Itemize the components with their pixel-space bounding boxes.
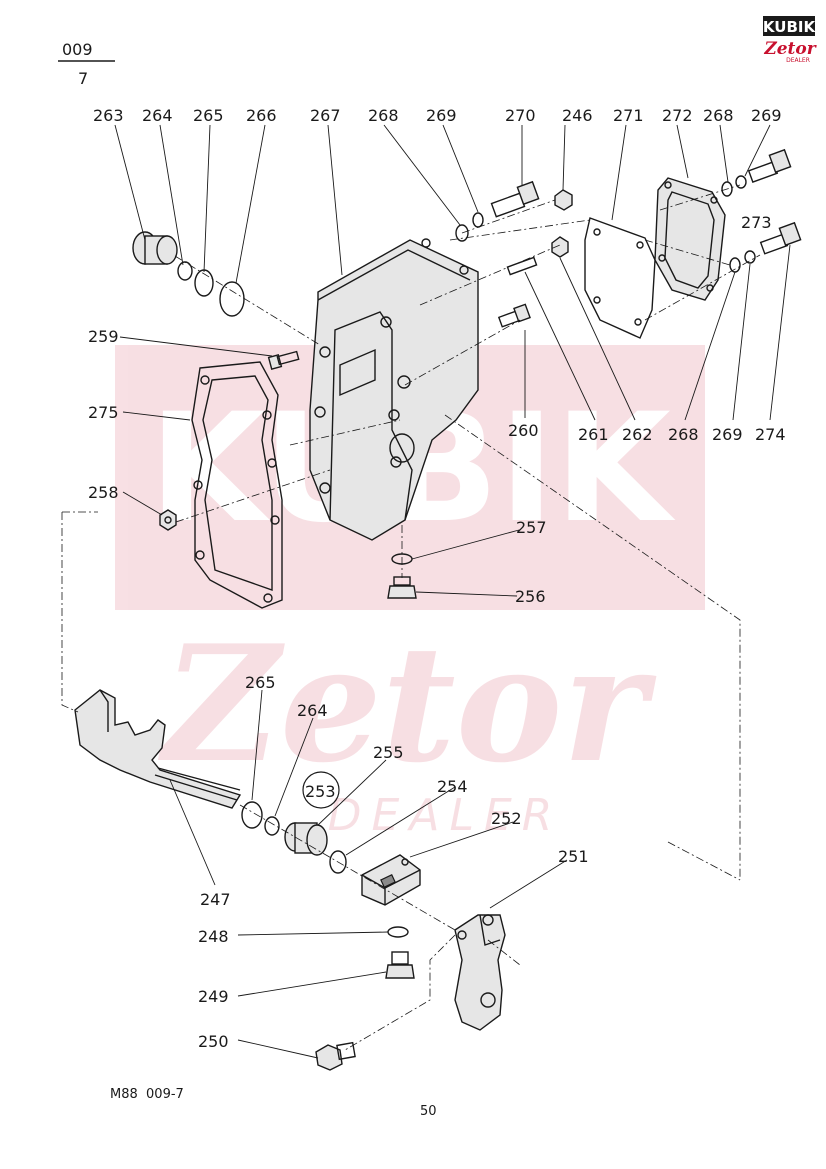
callout-247: 247 (200, 890, 231, 909)
callout-271: 271 (613, 106, 644, 125)
part-268-washer-right-top (721, 181, 733, 197)
part-254-washer (329, 850, 347, 874)
callout-264-bottom: 264 (297, 701, 328, 720)
callout-269-right: 269 (751, 106, 782, 125)
callout-269: 269 (426, 106, 457, 125)
part-247-shift-fork (74, 689, 242, 809)
part-275-gasket (191, 361, 283, 609)
assembly-center-lines (61, 184, 761, 1051)
watermark-dealer: DEALER (328, 790, 563, 841)
callout-270: 270 (505, 106, 536, 125)
part-267-housing (309, 238, 479, 541)
page-reference: 009 7 (58, 40, 115, 88)
callout-262: 262 (622, 425, 653, 444)
callout-260: 260 (508, 421, 539, 440)
part-256-plug (387, 576, 417, 599)
callout-266: 266 (246, 106, 277, 125)
sheet-number: 7 (78, 69, 88, 88)
part-269-lockwasher-right-top (735, 175, 747, 189)
part-269-lockwasher-top (472, 212, 484, 228)
part-252-block (361, 854, 421, 906)
callout-259: 259 (88, 327, 119, 346)
leader-lines (114, 124, 791, 1059)
part-251-lever (454, 914, 506, 1031)
part-273-bolt (747, 148, 792, 183)
part-246-nut (554, 189, 573, 211)
part-266-oring (219, 281, 245, 317)
callout-256: 256 (515, 587, 546, 606)
part-274-bolt (759, 221, 802, 255)
part-259-screw (267, 350, 300, 370)
callout-252: 252 (491, 809, 522, 828)
callout-268: 268 (368, 106, 399, 125)
logo-text: KUBIK (763, 18, 817, 36)
part-260-screw (497, 303, 531, 328)
callout-255: 255 (373, 743, 404, 762)
callout-253: 253 (305, 782, 336, 801)
footer: M88 009-7 50 (110, 1087, 437, 1119)
callout-250: 250 (198, 1032, 229, 1051)
callout-249: 249 (198, 987, 229, 1006)
callout-labels: 263 264 265 266 267 268 269 270 246 271 … (88, 106, 786, 1051)
part-268-washer-top (455, 224, 469, 242)
callout-273: 273 (741, 213, 772, 232)
drawing-code: M88 009-7 (110, 1087, 184, 1102)
callout-269-lower: 269 (712, 425, 743, 444)
callout-248: 248 (198, 927, 229, 946)
callout-251: 251 (558, 847, 589, 866)
part-248-washer (387, 926, 409, 938)
part-265-oring-bottom (241, 801, 263, 829)
callout-267: 267 (310, 106, 341, 125)
callout-254: 254 (437, 777, 468, 796)
part-250-bolt (315, 1041, 356, 1071)
callout-246: 246 (562, 106, 593, 125)
callout-257: 257 (516, 518, 547, 537)
watermark-brand: Zetor (157, 610, 656, 798)
part-255-bushing (284, 822, 328, 856)
part-271-gasket (584, 217, 656, 339)
logo-sub: Zetor (763, 39, 816, 59)
part-258-nut (159, 509, 177, 531)
callout-265-bottom: 265 (245, 673, 276, 692)
part-262-nut (551, 236, 569, 258)
page-number: 50 (420, 1104, 437, 1119)
callout-263: 263 (93, 106, 124, 125)
part-261-stud (506, 256, 538, 276)
part-249-plug (385, 951, 415, 979)
callout-253-ring (302, 771, 340, 809)
part-272-cover (654, 177, 726, 301)
callout-268-right: 268 (703, 106, 734, 125)
part-269-lockwasher-right (744, 250, 756, 264)
part-268-washer-right (729, 257, 741, 273)
callout-264: 264 (142, 106, 173, 125)
callout-258: 258 (88, 483, 119, 502)
logo-dealer: DEALER (786, 57, 810, 64)
callout-275: 275 (88, 403, 119, 422)
group-number: 009 (62, 40, 93, 59)
kubik-zetor-logo: KUBIK Zetor DEALER (763, 16, 817, 64)
callout-268-lower: 268 (668, 425, 699, 444)
callout-265: 265 (193, 106, 224, 125)
callout-274: 274 (755, 425, 786, 444)
part-264-circlip-bottom (264, 816, 280, 836)
part-270-bolt (490, 180, 540, 218)
part-263-bushing (132, 231, 178, 265)
callout-261: 261 (578, 425, 609, 444)
callout-272: 272 (662, 106, 693, 125)
